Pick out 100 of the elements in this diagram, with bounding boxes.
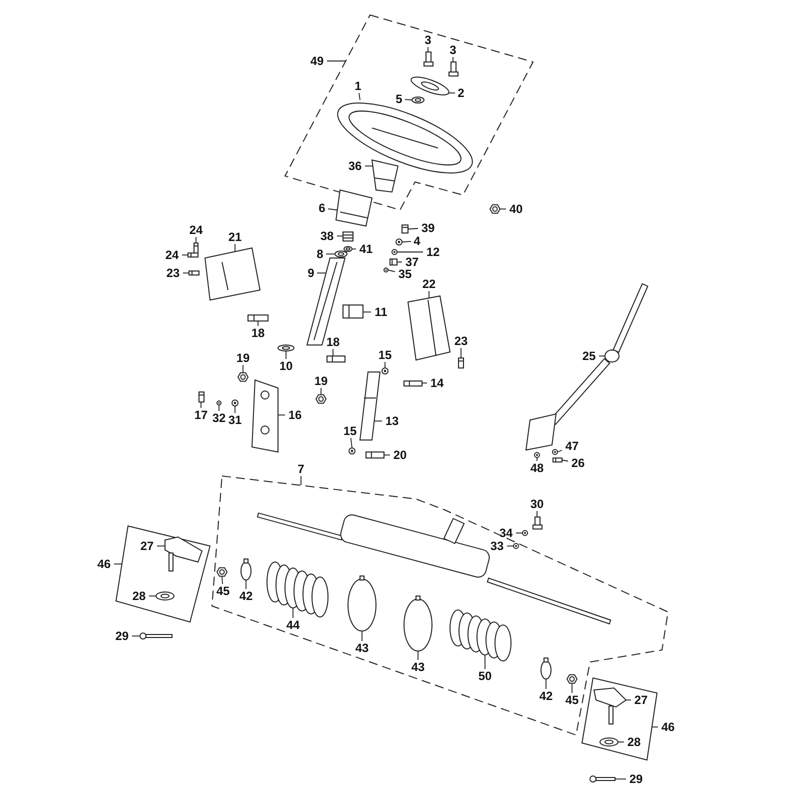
leader-line — [384, 454, 390, 456]
leader-line — [350, 438, 352, 448]
pin — [248, 314, 268, 322]
callout-number: 30 — [530, 498, 544, 510]
leader-line — [300, 476, 302, 486]
leader-line — [562, 460, 568, 462]
callout-number: 14 — [430, 377, 444, 389]
callout-number: 46 — [661, 721, 675, 733]
callout-number: 16 — [288, 409, 302, 421]
column-cover — [407, 295, 451, 361]
callout-number: 15 — [343, 425, 357, 437]
callout-number: 37 — [405, 256, 419, 268]
washer — [552, 449, 558, 455]
callout-number: 27 — [634, 694, 648, 706]
leader-line — [402, 240, 412, 242]
switch — [342, 304, 364, 318]
callout-number: 47 — [565, 440, 579, 452]
callout-number: 27 — [140, 540, 154, 552]
callout-number: 31 — [228, 414, 242, 426]
leader-line — [316, 272, 326, 274]
bolt — [532, 516, 542, 530]
pin — [326, 356, 346, 362]
assembly-outline — [116, 526, 210, 622]
bolt — [198, 392, 204, 402]
steering-column — [306, 258, 346, 346]
callout-number: 28 — [132, 590, 146, 602]
pin — [278, 344, 294, 352]
callout-number: 50 — [478, 670, 492, 682]
callout-number: 29 — [115, 630, 129, 642]
leader-line — [234, 244, 236, 252]
callout-number: 13 — [385, 415, 399, 427]
leader-line — [374, 420, 382, 422]
leader-line — [358, 92, 360, 100]
leader-line — [460, 348, 462, 358]
callout-number: 20 — [393, 449, 407, 461]
nut — [237, 372, 249, 382]
callout-number: 42 — [239, 590, 253, 602]
nut — [566, 674, 578, 684]
callout-number: 2 — [458, 87, 464, 99]
callout-number: 33 — [490, 540, 504, 552]
screw — [402, 224, 408, 234]
castle-nut — [156, 592, 174, 600]
column-cover — [204, 247, 261, 301]
callout-number: 35 — [398, 268, 412, 280]
bolt — [552, 458, 562, 462]
bolt — [424, 52, 434, 66]
callout-number: 43 — [355, 642, 369, 654]
hub-cover — [335, 189, 373, 227]
callout-number: 48 — [530, 462, 544, 474]
callout-number: 12 — [426, 246, 440, 258]
steering-wheel — [337, 102, 473, 174]
leader-line — [652, 726, 658, 728]
callout-number: 3 — [450, 44, 456, 56]
hose-clamp — [348, 576, 376, 632]
leader-line — [500, 208, 506, 210]
callout-number: 9 — [308, 267, 314, 279]
washer — [232, 400, 238, 406]
leader-line — [234, 406, 236, 414]
assembly-outline — [582, 678, 657, 760]
pin — [366, 452, 384, 458]
callout-number: 4 — [414, 235, 420, 247]
callout-number: 41 — [359, 243, 373, 255]
hose-clamp — [240, 558, 252, 580]
leader-line — [614, 778, 626, 780]
callout-number: 8 — [316, 248, 324, 260]
hub-adapter — [371, 159, 399, 193]
callout-number: 49 — [310, 55, 324, 67]
callout-number: 7 — [298, 463, 304, 475]
callout-number: 19 — [314, 375, 328, 387]
callout-number: 17 — [194, 409, 208, 421]
callout-number: 18 — [326, 336, 340, 348]
washer — [216, 400, 222, 406]
cotter-pin — [590, 776, 616, 782]
clip — [390, 258, 398, 266]
leader-line — [182, 254, 188, 256]
callout-number: 24 — [189, 224, 203, 236]
callout-number: 10 — [279, 360, 293, 372]
callout-number: 11 — [374, 306, 388, 318]
callout-number: 3 — [424, 34, 432, 46]
steering-shaft — [525, 283, 648, 451]
callout-number: 36 — [348, 160, 362, 172]
nut — [489, 204, 501, 214]
leader-line — [388, 270, 396, 272]
leader-line — [422, 382, 428, 384]
callout-number: 15 — [378, 349, 392, 361]
ring — [344, 246, 352, 252]
bellows-boot — [266, 562, 328, 618]
callout-number: 45 — [216, 585, 230, 597]
bolt — [188, 270, 200, 276]
leader-line — [404, 99, 412, 100]
bellows-boot — [450, 610, 512, 662]
leader-line — [536, 510, 538, 518]
callout-number: 1 — [354, 80, 362, 92]
callout-number: 34 — [499, 527, 513, 539]
leader-line — [242, 364, 244, 374]
hub-plate — [410, 76, 450, 96]
leader-line — [328, 208, 338, 210]
callout-number: 39 — [421, 222, 435, 234]
tie-rod-end — [164, 536, 203, 572]
washer — [534, 452, 540, 458]
